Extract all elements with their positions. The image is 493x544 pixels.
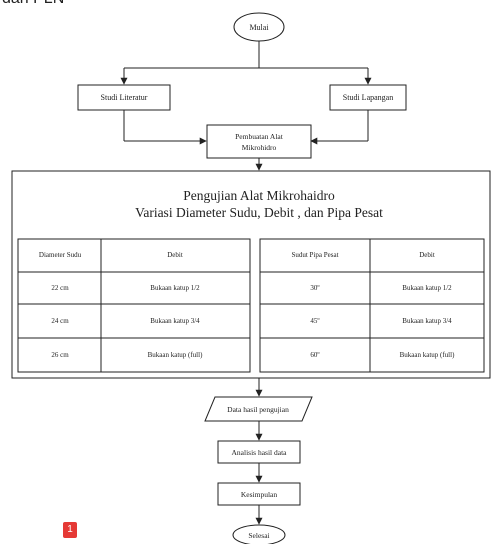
studi-literatur-label: Studi Literatur <box>101 93 148 102</box>
left-cell-r1c1: 22 cm <box>51 284 69 292</box>
left-cell-r3c2: Bukaan katup (full) <box>148 351 203 359</box>
studi-lapangan-label: Studi Lapangan <box>343 93 393 102</box>
end-label: Selesai <box>248 531 269 540</box>
data-hasil-parallelogram <box>204 396 313 422</box>
data-hasil-label: Data hasil pengujian <box>227 405 289 414</box>
left-header-diameter: Diameter Sudu <box>39 251 82 259</box>
right-header-debit: Debit <box>419 251 435 259</box>
right-cell-r1c2: Bukaan katup 1/2 <box>402 284 452 292</box>
pengujian-title-line1: Pengujian Alat Mikrohaidro <box>183 188 335 203</box>
connectors <box>120 41 372 525</box>
pembuatan-label-line1: Pembuatan Alat <box>235 132 284 141</box>
right-header-sudut: Sudut Pipa Pesat <box>291 251 338 259</box>
start-terminal <box>233 12 285 42</box>
table-left <box>17 238 251 373</box>
left-cell-r2c1: 24 cm <box>51 317 69 325</box>
left-cell-r2c2: Bukaan katup 3/4 <box>150 317 200 325</box>
table-right <box>259 238 485 373</box>
left-cell-r3c1: 26 cm <box>51 351 69 359</box>
right-cell-r3c1: 60º <box>310 351 320 359</box>
right-cell-r2c2: Bukaan katup 3/4 <box>402 317 452 325</box>
pengujian-box <box>11 170 491 379</box>
left-header-debit: Debit <box>167 251 183 259</box>
start-label: Mulai <box>249 23 269 32</box>
analisis-box <box>217 440 301 464</box>
right-cell-r2c1: 45º <box>310 317 320 325</box>
left-cell-r1c2: Bukaan katup 1/2 <box>150 284 200 292</box>
studi-literatur-box <box>77 84 171 111</box>
right-cell-r1c1: 30º <box>310 284 320 292</box>
pengujian-title-line2: Variasi Diameter Sudu, Debit , dan Pipa … <box>135 205 383 220</box>
pembuatan-alat-box <box>206 124 312 159</box>
analisis-label: Analisis hasil data <box>232 448 288 457</box>
pembuatan-label-line2: Mikrohidro <box>242 143 277 152</box>
kesimpulan-label: Kesimpulan <box>241 490 277 499</box>
studi-lapangan-box <box>329 84 407 111</box>
page-number-badge: 1 <box>63 522 77 538</box>
end-terminal <box>232 524 286 544</box>
kesimpulan-box <box>217 482 301 506</box>
right-cell-r3c2: Bukaan katup (full) <box>400 351 455 359</box>
top-cut-text: dari PLN <box>2 0 64 8</box>
